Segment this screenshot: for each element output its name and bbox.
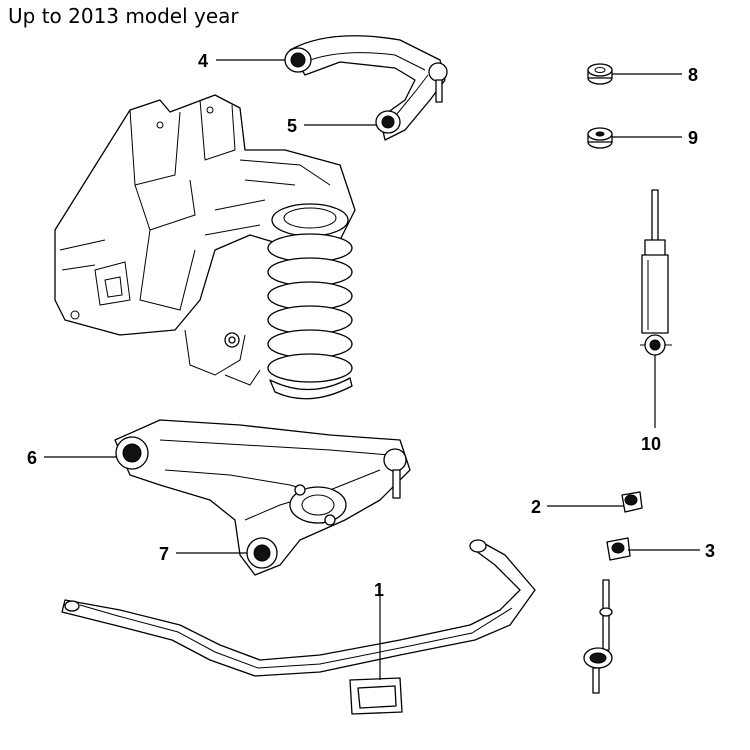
stabilizer-link [583,579,613,694]
callout-8: 8 [688,65,698,85]
callout-9: 9 [688,128,698,148]
callout-10: 10 [641,434,661,454]
frame-bracket [54,94,356,386]
shock-absorber [640,189,672,356]
callout-6: 6 [27,448,37,468]
leader-lines [44,59,700,680]
bushing-3 [606,537,631,561]
insulator-8 [587,63,613,85]
callout-2: 2 [531,497,541,517]
coil-spring [267,203,353,400]
stabilizer-bar [61,539,536,715]
lower-control-arm [114,419,411,576]
nut-9 [587,127,613,149]
callout-1: 1 [374,580,384,600]
callout-3: 3 [705,541,715,561]
callout-4: 4 [198,51,208,71]
diagram-title: Up to 2013 model year [8,4,239,28]
upper-control-arm [284,35,448,141]
callout-5: 5 [287,116,297,136]
bushing-2 [621,491,643,513]
callout-7: 7 [159,544,169,564]
